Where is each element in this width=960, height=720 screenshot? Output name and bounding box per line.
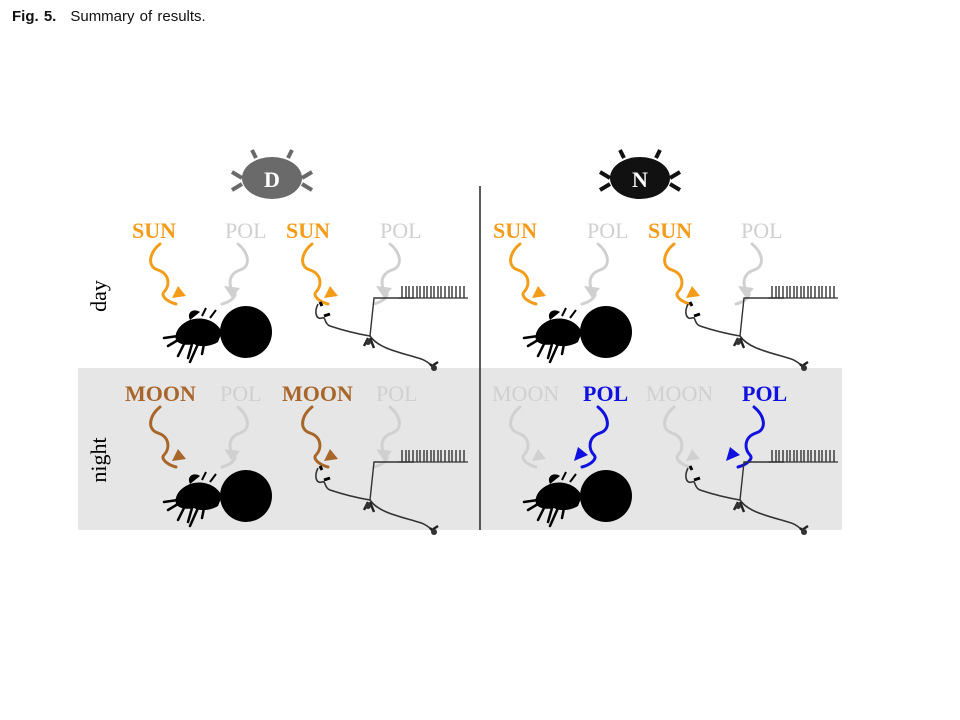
cue-sun: SUN	[648, 218, 692, 243]
cue-pol: POL	[220, 381, 262, 406]
pol-arrow	[220, 405, 249, 469]
night-diurnal-neural-panel: MOON POL	[282, 381, 470, 537]
neuron-spike-train-icon	[684, 284, 840, 373]
day-nocturnal-behaviour-panel: SUN POL	[493, 218, 634, 364]
sun-arrow	[301, 242, 338, 306]
day-nocturnal-neural-panel: SUN POL	[648, 218, 840, 373]
figure-number: Fig. 5.	[12, 8, 57, 25]
cue-moon: MOON	[646, 381, 713, 406]
moon-arrow	[509, 405, 546, 469]
moon-arrow	[149, 405, 186, 469]
figure-title: Summary of results.	[70, 8, 206, 25]
cue-pol: POL	[583, 381, 628, 406]
diurnal-badge: D	[230, 149, 314, 199]
cue-pol: POL	[741, 218, 783, 243]
nocturnal-badge: N	[598, 149, 682, 199]
sun-arrow	[149, 242, 186, 306]
neuron-spike-train-icon	[314, 284, 470, 373]
pol-arrow	[220, 242, 249, 306]
pol-arrow	[734, 242, 763, 306]
cue-moon: MOON	[492, 381, 559, 406]
figure-caption: Fig. 5. Summary of results.	[12, 8, 206, 25]
pol-arrow	[726, 405, 765, 469]
night-nocturnal-neural-panel: MOON POL	[646, 381, 840, 537]
pol-arrow	[574, 405, 609, 469]
sun-arrow	[509, 242, 546, 306]
cue-pol: POL	[380, 218, 422, 243]
nocturnal-badge-letter: N	[632, 167, 648, 192]
cue-pol: POL	[225, 218, 267, 243]
beetle-with-ball-icon	[162, 304, 274, 364]
moon-arrow	[301, 405, 338, 469]
cue-sun: SUN	[286, 218, 330, 243]
day-diurnal-neural-panel: SUN POL	[286, 218, 470, 373]
diurnal-badge-letter: D	[264, 167, 280, 192]
cue-sun: SUN	[132, 218, 176, 243]
cue-sun: SUN	[493, 218, 537, 243]
cue-pol: POL	[376, 381, 418, 406]
pol-arrow	[372, 242, 401, 306]
pol-arrow	[372, 405, 401, 469]
pol-arrow	[580, 242, 609, 306]
cue-pol: POL	[587, 218, 629, 243]
row-label-day: day	[86, 280, 111, 312]
cue-moon: MOON	[125, 381, 196, 406]
cue-moon: MOON	[282, 381, 353, 406]
night-diurnal-behaviour-panel: MOON POL	[125, 381, 274, 528]
moon-arrow	[663, 405, 700, 469]
night-nocturnal-behaviour-panel: MOON POL	[492, 381, 634, 528]
row-label-night: night	[86, 437, 111, 482]
cue-pol: POL	[742, 381, 787, 406]
beetle-with-ball-icon	[522, 304, 634, 364]
day-diurnal-behaviour-panel: SUN POL	[132, 218, 274, 364]
sun-arrow	[663, 242, 700, 306]
